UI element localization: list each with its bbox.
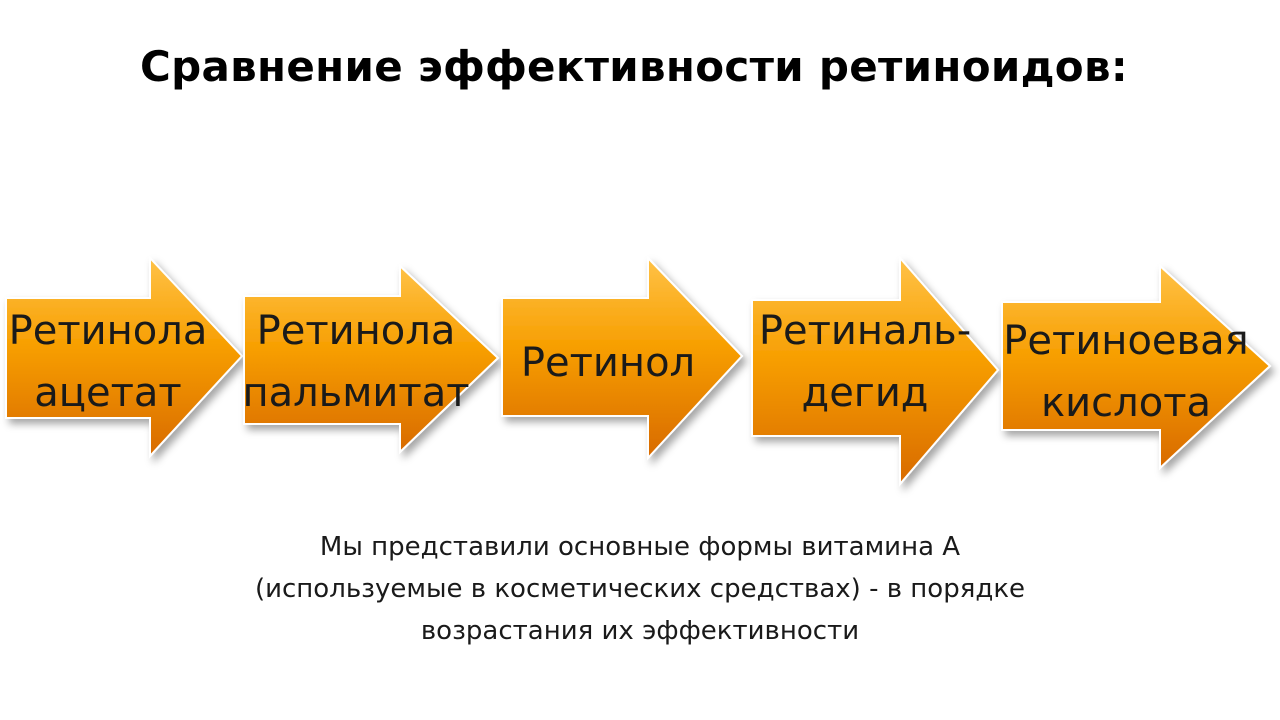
step-4-line-1: Ретиналь- xyxy=(758,308,972,354)
step-1-line-2: ацетат xyxy=(34,370,182,416)
step-2-line-2: пальмитат xyxy=(242,370,470,416)
page-title: Сравнение эффективности ретиноидов: xyxy=(140,42,1128,91)
step-5-label: Ретиноевая кислота xyxy=(998,310,1254,434)
caption-line-1: Мы представили основные формы витамина А xyxy=(319,532,961,562)
step-3-line-1: Ретинол xyxy=(520,340,696,386)
step-2-line-1: Ретинола xyxy=(256,308,456,354)
step-5-line-2: кислота xyxy=(1041,380,1211,426)
step-3-label: Ретинол xyxy=(502,332,714,394)
arrow-step-4 xyxy=(751,255,1000,487)
caption-line-3: возрастания их эффективности xyxy=(420,616,860,646)
arrow-step-3 xyxy=(501,255,744,461)
step-4-line-2: дегид xyxy=(801,370,929,416)
step-1-line-1: Ретинола xyxy=(8,308,208,354)
step-1-label: Ретинола ацетат xyxy=(0,300,216,424)
arrow-step-5 xyxy=(1001,263,1272,471)
description-caption: Мы представили основные формы витамина А… xyxy=(140,526,1140,652)
arrow-step-2 xyxy=(243,263,500,455)
arrow-step-1 xyxy=(5,255,244,459)
caption-line-2: (используемые в косметических средствах)… xyxy=(254,574,1026,604)
step-2-label: Ретинола пальмитат xyxy=(238,300,474,424)
step-4-label: Ретиналь- дегид xyxy=(752,300,978,424)
step-5-line-1: Ретиноевая xyxy=(1003,318,1249,364)
